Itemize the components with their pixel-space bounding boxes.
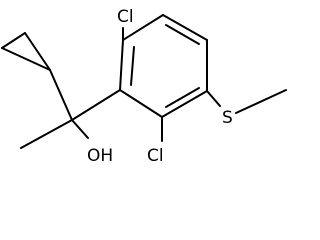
ring-bond-5 <box>161 90 208 118</box>
ring-inner-bond-3 <box>165 87 200 108</box>
bond-cyclopropyl-to-center <box>49 69 73 121</box>
bond-center-to-ring <box>71 89 121 121</box>
ring-bond-3 <box>162 14 208 41</box>
bond-sulfur-to-methyl <box>235 89 287 114</box>
bond-cyclopropyl-3 <box>1 47 51 71</box>
chlorine-top-label: Cl <box>117 7 134 27</box>
chlorine-bottom-label: Cl <box>147 146 164 166</box>
molecule-drawing: Cl Cl S OH <box>1 7 287 166</box>
ring-bond-1 <box>119 39 124 91</box>
bond-methyl <box>20 119 73 149</box>
hydroxyl-label: OH <box>87 146 113 166</box>
ring-bond-2 <box>122 14 164 41</box>
sulfur-label: S <box>222 108 233 128</box>
ring-bond-6 <box>119 89 163 118</box>
bond-cyclopropyl-2 <box>24 32 51 71</box>
bond-cyclopropyl-1 <box>1 32 26 49</box>
ring-inner-bond-1 <box>130 46 135 86</box>
bond-to-hydroxyl <box>71 119 89 139</box>
bond-to-sulfur <box>206 90 221 107</box>
chemical-structure: Cl Cl S OH <box>1 7 287 166</box>
ring-inner-bond-2 <box>165 24 200 45</box>
